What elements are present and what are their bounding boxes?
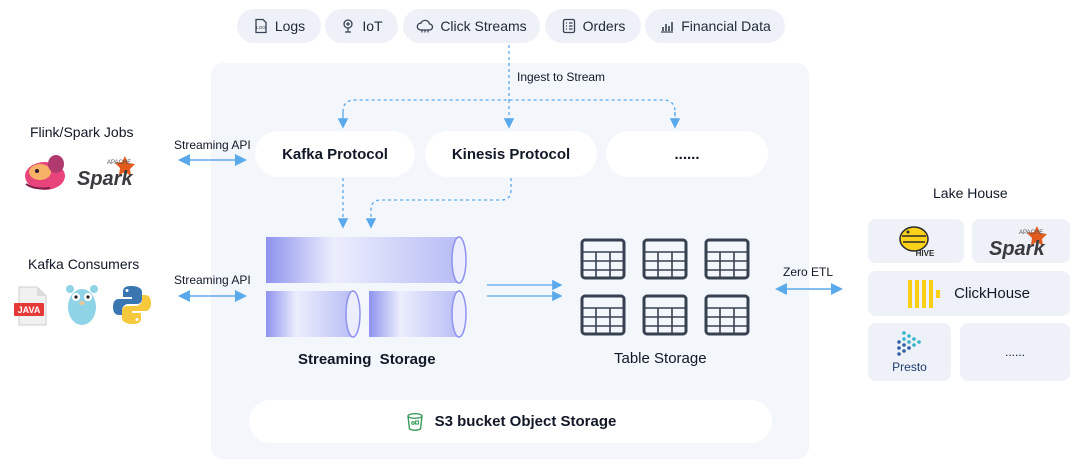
hive-tile: HIVE xyxy=(868,219,964,263)
kinesis-protocol-pill: Kinesis Protocol xyxy=(425,131,597,177)
spark-tile: APACHE Spark xyxy=(972,219,1070,263)
hive-text: HIVE xyxy=(916,249,935,258)
java-file-icon: JAVA xyxy=(14,286,47,326)
orders-list-icon xyxy=(562,18,575,34)
presto-logo-icon xyxy=(896,331,921,356)
ingest-label: Ingest to Stream xyxy=(517,70,606,84)
spark-apache-text: APACHE xyxy=(107,160,131,166)
source-pill-financial-data: Financial Data xyxy=(645,9,785,43)
spark-apache-text: APACHE xyxy=(1019,230,1043,236)
flink-spark-jobs-title: Flink/Spark Jobs xyxy=(30,124,134,140)
go-gopher-icon xyxy=(66,285,98,325)
flink-squirrel-icon xyxy=(25,155,65,190)
hive-logo-icon: HIVE xyxy=(899,226,935,258)
streaming-storage-label: Streaming Storage xyxy=(298,351,436,368)
spark-logo-icon: APACHE Spark xyxy=(989,226,1047,260)
source-label: Logs xyxy=(274,18,306,34)
cloud-icon xyxy=(417,19,434,33)
presto-label: Presto xyxy=(892,360,927,374)
s3-bucket-icon xyxy=(406,412,423,431)
clickhouse-logo-icon xyxy=(908,279,941,308)
source-pill-orders: Orders xyxy=(545,9,641,43)
streaming-storage-cylinders-icon xyxy=(266,236,467,338)
python-logo-icon xyxy=(113,286,151,324)
more-protocols-pill: ...... xyxy=(606,131,768,177)
source-label: Orders xyxy=(582,18,626,34)
iot-icon xyxy=(343,19,354,33)
source-pill-click-streams: Click Streams xyxy=(403,9,540,43)
table-storage-label: Table Storage xyxy=(614,350,707,367)
source-label: IoT xyxy=(362,18,383,34)
spark-logo-icon: APACHE Spark xyxy=(77,156,135,190)
log-file-icon: LOG xyxy=(255,18,267,34)
bar-chart-icon xyxy=(661,22,674,33)
kafka-protocol-pill: Kafka Protocol xyxy=(255,131,415,177)
kinesis-to-storage-arrow xyxy=(365,178,512,229)
java-text: JAVA xyxy=(18,305,41,315)
streaming-api-top-label: Streaming API xyxy=(174,138,251,152)
lake-house-title: Lake House xyxy=(933,185,1008,201)
clickhouse-tile: ClickHouse xyxy=(868,271,1070,316)
spark-word-text: Spark xyxy=(77,168,133,190)
more-lakehouse-tile: ...... xyxy=(960,323,1070,381)
source-pill-iot: IoT xyxy=(325,9,398,43)
streaming-api-bottom-label: Streaming API xyxy=(174,273,251,287)
table-storage-icon xyxy=(580,238,750,336)
s3-label: S3 bucket Object Storage xyxy=(434,413,617,430)
presto-tile: Presto xyxy=(868,323,951,381)
zero-etl-label: Zero ETL xyxy=(783,265,834,279)
source-label: Click Streams xyxy=(440,18,527,34)
clickhouse-label: ClickHouse xyxy=(954,285,1030,302)
s3-object-storage-bar: S3 bucket Object Storage xyxy=(249,400,772,443)
spark-word-text: Spark xyxy=(989,238,1045,260)
svg-text:LOG: LOG xyxy=(256,25,266,30)
kafka-consumers-title: Kafka Consumers xyxy=(28,256,140,272)
source-label: Financial Data xyxy=(681,18,771,34)
source-pill-logs: LOG Logs xyxy=(237,9,321,43)
